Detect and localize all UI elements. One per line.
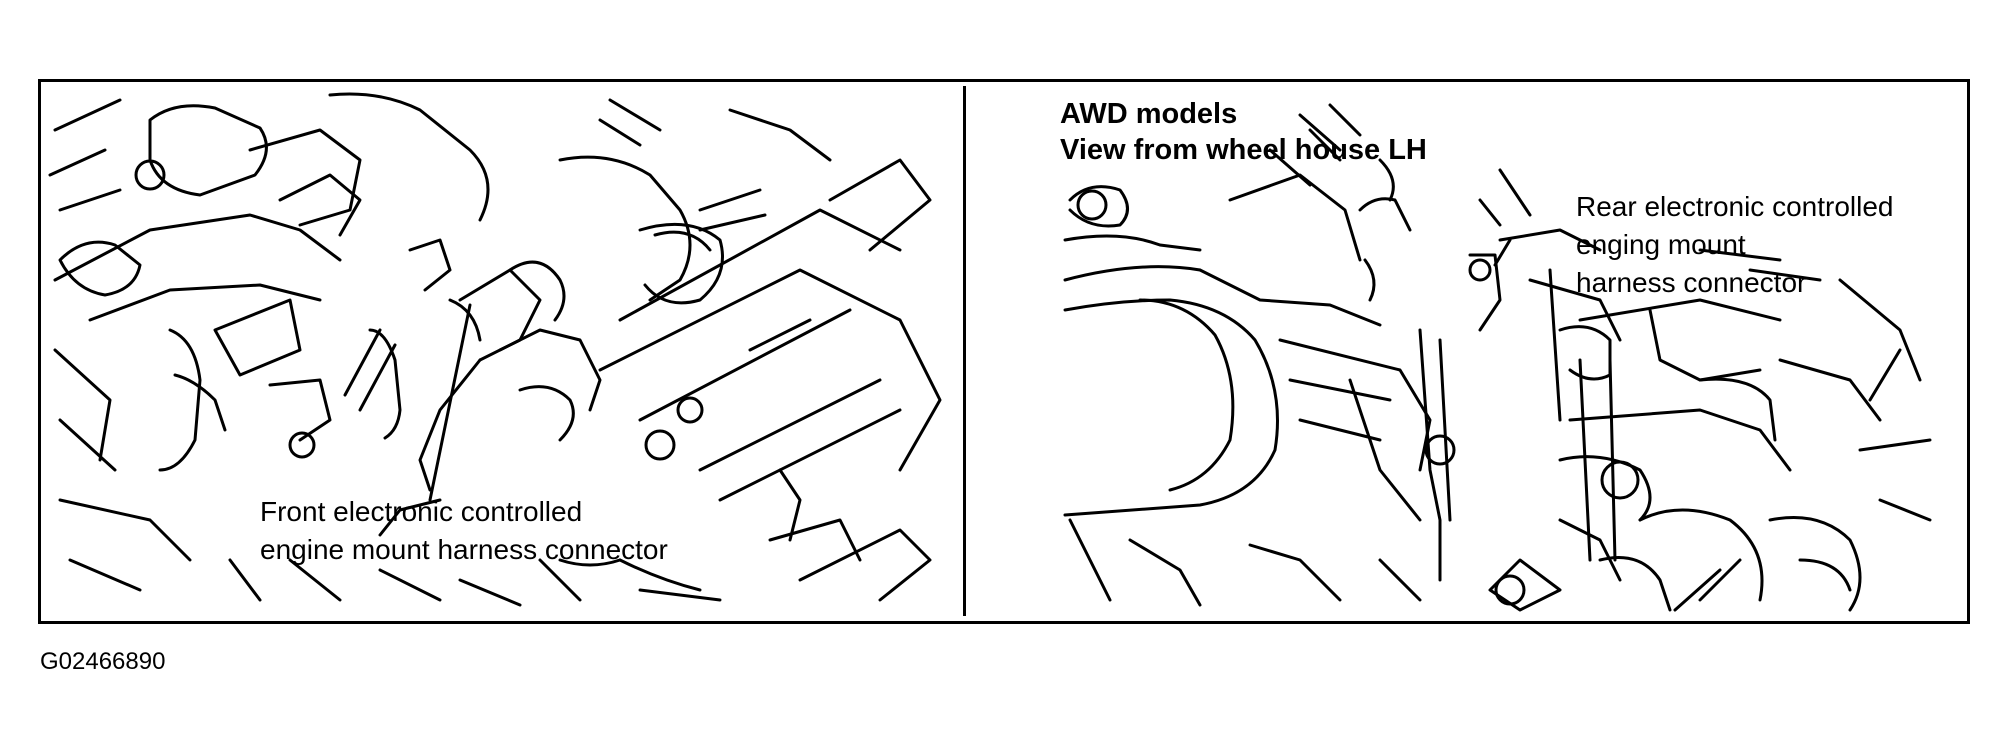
front-connector-label-line2: engine mount harness connector [260,534,668,565]
figure-code: G02466890 [40,648,166,675]
left-engine-illustration [48,92,942,607]
front-connector-leader-line [428,303,472,502]
awd-models-heading: AWD models [1060,98,1238,130]
rear-connector-label-line1: Rear electronic controlled [1576,191,1894,222]
rear-connector-label-line2: enging mount [1576,229,1746,260]
front-connector-label-line1: Front electronic controlled [260,496,583,527]
panel-divider [963,86,966,616]
view-from-wheel-house-heading: View from wheel house LH [1060,134,1427,166]
rear-connector-label-line3: harness connector [1576,267,1807,298]
rear-connector-leader-line [1493,238,1512,267]
right-engine-illustration [1063,103,1932,612]
diagram-frame [38,79,1970,624]
